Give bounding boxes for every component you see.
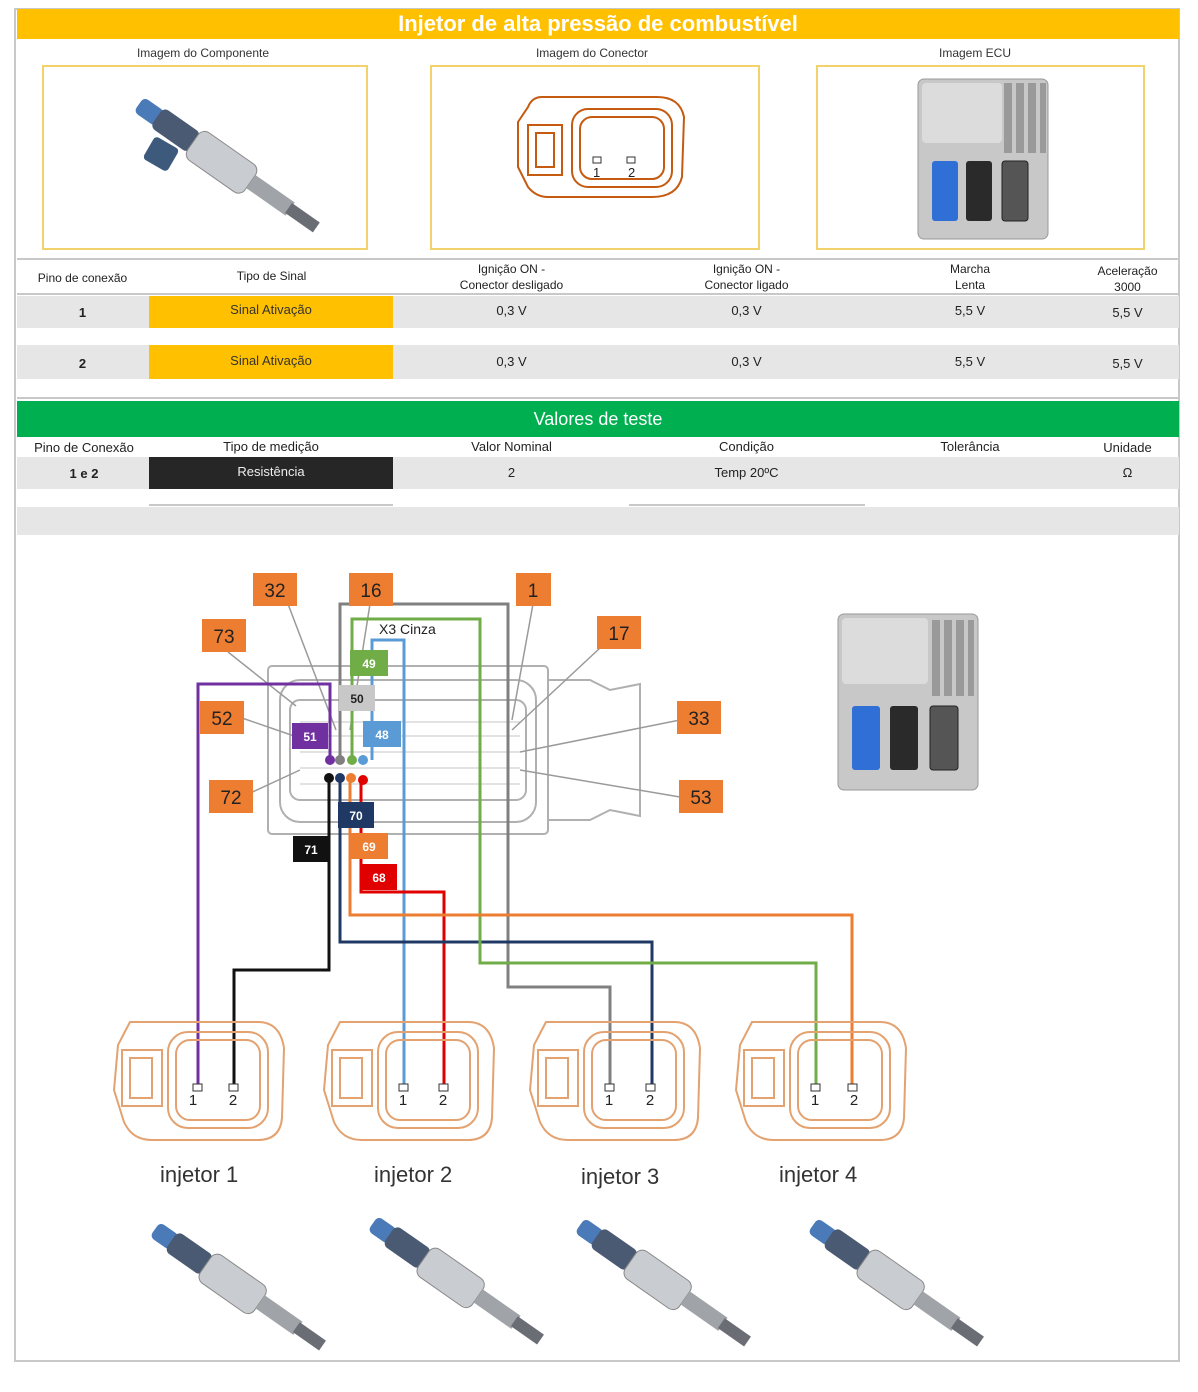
test-header-nominal: Valor Nominal [471,439,552,454]
ref-pin-17: 17 [608,624,629,645]
ref-pin-52: 52 [211,709,232,730]
table-separator [629,504,865,506]
test-values-title: Valores de teste [17,401,1179,437]
header-ign-on-line2: Conector ligado [704,278,789,292]
test-header-pin: Pino de Conexão [34,440,134,455]
ecu-image-box [816,65,1145,250]
header-accel-line2: 3000 [1114,280,1141,294]
connector-image: 1 2 [517,96,686,198]
ecu-image [917,78,1049,240]
wire-pin-49: 49 [362,657,376,671]
header-accel-line1: Aceleração [1097,264,1158,278]
header-signal: Tipo de Sinal [236,269,307,283]
test-row-nominal: 2 [507,465,516,480]
ecu-picture [837,613,979,791]
wire-pin-68: 68 [372,871,386,885]
connector-name: X3 Cinza [379,621,436,637]
table-row [17,507,1179,535]
injector-image [135,98,320,233]
row1-pin: 1 [78,305,87,320]
header-ign-on: Ignição ON - Conector ligado [655,261,838,293]
ref-pin-16: 16 [360,581,381,602]
row2-ign-on: 0,3 V [731,354,762,369]
wire-black [232,778,331,1085]
injector-3-label: injetor 3 [581,1164,660,1189]
row1-accel: 5,5 V [1112,305,1143,320]
injector-4-label: injetor 4 [779,1162,858,1187]
ref-pin-73: 73 [213,627,234,648]
row2-accel: 5,5 V [1112,356,1143,371]
wire-green [350,617,818,1085]
connector-image-box: 1 2 [430,65,760,250]
connector-pin-1-label: 1 [593,165,600,180]
inj2-pin2-label: 2 [439,1092,447,1109]
ecu-image-label: Imagem ECU [938,46,1012,60]
wire-gray [338,602,612,1085]
page-title: Injetor de alta pressão de combustível [17,9,1179,39]
test-row-measure: Resistência [149,457,393,489]
header-ign-off: Ignição ON - Conector desligado [420,261,603,293]
table-separator [17,293,1179,295]
ref-pin-72: 72 [220,788,241,809]
row2-signal: Sinal Ativação [149,345,393,379]
row2-pin: 2 [78,356,87,371]
inj1-pin1-label: 1 [189,1092,197,1109]
ecu-connector-outline [267,665,641,835]
test-row-pin: 1 e 2 [69,466,99,481]
row1-signal: Sinal Ativação [149,296,393,328]
wire-pin-50: 50 [350,692,364,706]
wire-pin-71: 71 [304,843,318,857]
test-header-unit: Unidade [1103,440,1152,455]
inj1-pin2-label: 2 [229,1092,237,1109]
row2-idle: 5,5 V [954,354,986,369]
row2-ign-off: 0,3 V [496,354,527,369]
header-idle-line1: Marcha [949,262,990,276]
connector-image-label: Imagem do Conector [535,46,649,60]
header-ign-off-line2: Conector desligado [459,278,564,292]
header-ign-on-line1: Ignição ON - [712,262,781,276]
row1-ign-on: 0,3 V [731,303,762,318]
injector-connectors: 1 2 1 2 1 2 1 2 [112,1021,908,1141]
row1-idle: 5,5 V [954,303,986,318]
injector-pictures [151,1217,984,1351]
connector-pin-2-label: 2 [628,165,635,180]
test-row-condition: Temp 20ºC [714,465,779,480]
inj3-pin1-label: 1 [605,1092,613,1109]
test-header-tolerance: Tolerância [940,439,1000,454]
injector-1-label: injetor 1 [160,1162,239,1187]
header-ign-off-line1: Ignição ON - [477,262,546,276]
header-idle: Marcha Lenta [910,261,1030,293]
component-image-label: Imagem do Componente [136,46,270,60]
wire-blue [370,638,406,1085]
table-separator [149,504,393,506]
ref-pin-33: 33 [688,709,709,730]
wire-pin-48: 48 [375,728,389,742]
wire-pin-69: 69 [362,840,376,854]
test-header-condition: Condição [719,439,774,454]
row1-ign-off: 0,3 V [496,303,527,318]
table-separator [17,397,1179,399]
wire-purple [196,682,332,1085]
inj4-pin1-label: 1 [811,1092,819,1109]
wire-pin-51: 51 [303,730,317,744]
inj4-pin2-label: 2 [850,1092,858,1109]
injector-2-label: injetor 2 [374,1162,453,1187]
ref-pin-32: 32 [264,581,285,602]
ref-pin-53: 53 [690,788,711,809]
ref-pin-1: 1 [528,581,539,602]
header-accel: Aceleração 3000 [1075,263,1180,295]
wire-pin-70: 70 [349,809,363,823]
wire-orange [348,778,854,1085]
component-image-box [42,65,368,250]
header-pin: Pino de conexão [37,271,128,285]
header-idle-line2: Lenta [954,278,986,292]
inj2-pin1-label: 1 [399,1092,407,1109]
test-row-unit: Ω [1122,465,1133,480]
table-separator [17,258,1179,260]
wire-navy [338,778,654,1085]
inj3-pin2-label: 2 [646,1092,654,1109]
test-header-measure: Tipo de medição [223,439,319,454]
